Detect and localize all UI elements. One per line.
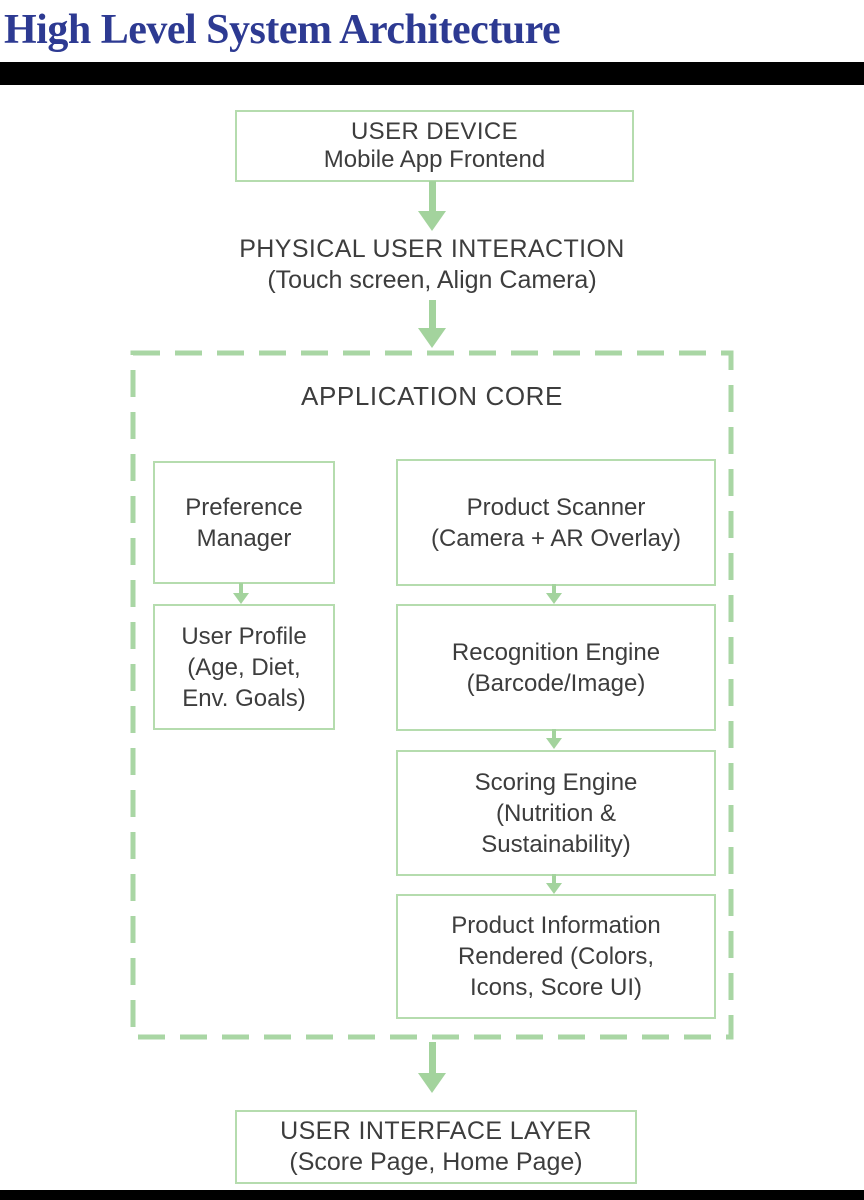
user-profile-line3: Env. Goals) xyxy=(182,684,306,712)
product-scanner-line1: Product Scanner xyxy=(466,493,646,521)
application-core-label: APPLICATION CORE xyxy=(301,381,563,411)
preference-manager-box: Preference Manager xyxy=(153,461,335,584)
down-arrow-recognition-to-scoring-icon xyxy=(546,729,562,749)
down-arrow-core-to-ui-icon xyxy=(418,1042,446,1093)
down-arrow-interaction-to-core-icon xyxy=(418,300,446,348)
preference-manager-line1: Preference xyxy=(185,493,303,521)
user-profile-line2: (Age, Diet, xyxy=(187,653,301,681)
top-black-bar xyxy=(0,62,864,85)
product-scanner-box: Product Scanner (Camera + AR Overlay) xyxy=(396,459,716,586)
down-arrow-device-to-interaction-icon xyxy=(418,181,446,231)
physical-interaction-label: PHYSICAL USER INTERACTION (Touch screen,… xyxy=(0,234,864,296)
ui-layer-line2: (Score Page, Home Page) xyxy=(289,1148,583,1176)
physical-interaction-line2: (Touch screen, Align Camera) xyxy=(267,266,597,294)
user-interface-layer-box: USER INTERFACE LAYER (Score Page, Home P… xyxy=(235,1110,637,1184)
product-information-line3: Icons, Score UI) xyxy=(469,974,643,1001)
user-device-line1: USER DEVICE xyxy=(350,118,519,145)
product-scanner-line2: (Camera + AR Overlay) xyxy=(430,524,682,552)
preference-manager-line2: Manager xyxy=(196,524,292,552)
down-arrow-scoring-to-information-icon xyxy=(546,874,562,894)
scoring-engine-line3: Sustainability) xyxy=(481,830,631,858)
recognition-engine-box: Recognition Engine (Barcode/Image) xyxy=(396,604,716,731)
scoring-engine-line2: (Nutrition & xyxy=(495,799,617,827)
ui-layer-line1: USER INTERFACE LAYER xyxy=(280,1117,592,1145)
recognition-engine-line1: Recognition Engine xyxy=(451,638,661,666)
down-arrow-preference-to-profile-icon xyxy=(233,583,249,604)
user-profile-box: User Profile (Age, Diet, Env. Goals) xyxy=(153,604,335,730)
user-profile-line1: User Profile xyxy=(181,622,307,650)
scoring-engine-box: Scoring Engine (Nutrition & Sustainabili… xyxy=(396,750,716,876)
product-information-line2: Rendered (Colors, xyxy=(457,943,655,970)
product-information-line1: Product Information xyxy=(451,912,661,939)
page-title: High Level System Architecture xyxy=(4,7,561,53)
user-device-box: USER DEVICE Mobile App Frontend xyxy=(235,110,634,182)
user-device-line2: Mobile App Frontend xyxy=(323,146,546,173)
physical-interaction-line1: PHYSICAL USER INTERACTION xyxy=(239,235,625,263)
product-information-box: Product Information Rendered (Colors, Ic… xyxy=(396,894,716,1019)
bottom-black-bar xyxy=(0,1190,864,1200)
recognition-engine-line2: (Barcode/Image) xyxy=(466,669,646,697)
down-arrow-scanner-to-recognition-icon xyxy=(546,584,562,604)
application-core-dashed-border xyxy=(130,350,734,1040)
scoring-engine-line1: Scoring Engine xyxy=(474,768,638,796)
